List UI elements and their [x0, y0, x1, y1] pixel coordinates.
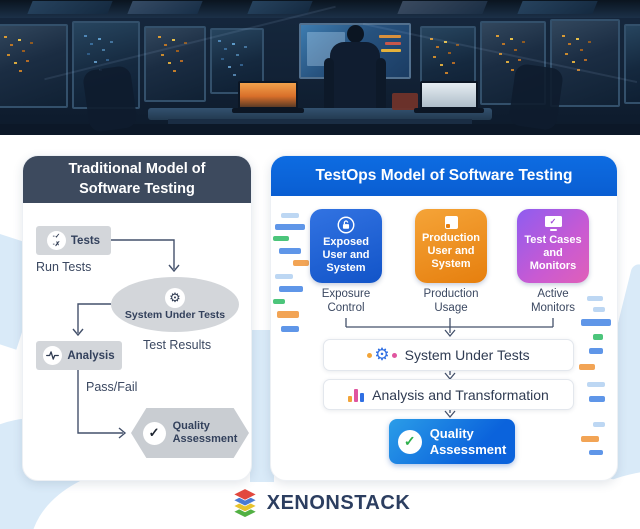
decor-dash	[281, 326, 299, 332]
system-under-tests-box: ⚙ System Under Tests	[323, 339, 574, 371]
ceiling-screen	[27, 1, 113, 14]
quality-assessment-box: ✓ Quality Assessment	[389, 419, 515, 464]
desk-device	[392, 93, 418, 110]
title-line: Software Testing	[79, 180, 195, 197]
decor-dash	[293, 260, 309, 266]
monitor-check-icon: ✓	[544, 216, 562, 232]
person-silhouette	[347, 25, 364, 43]
pass-fail-label: Pass/Fail	[86, 380, 138, 394]
traditional-panel-title: Traditional Model of Software Testing	[23, 156, 251, 203]
tests-label: Tests	[70, 234, 101, 247]
bar-chart-icon	[348, 388, 365, 402]
floor	[0, 124, 640, 135]
chair	[81, 64, 139, 134]
analysis-transformation-box: Analysis and Transformation	[323, 379, 574, 410]
ceiling-screen	[517, 1, 598, 14]
run-tests-label: Run Tests	[36, 260, 92, 274]
ceiling-screen	[397, 1, 488, 14]
decor-dash	[581, 319, 611, 326]
laptop-screen	[420, 81, 478, 109]
laptop-base	[232, 108, 304, 113]
decor-dash	[279, 286, 303, 292]
checklist-icon: -✓ -✗	[46, 231, 66, 250]
system-under-tests-label: System Under Tests	[124, 309, 226, 321]
title-line: Traditional Model of	[68, 161, 206, 178]
testops-panel-title: TestOps Model of Software Testing	[271, 156, 617, 196]
decor-dash	[593, 307, 605, 312]
lock-icon	[337, 216, 355, 234]
brand-footer: XENONSTACK	[0, 487, 640, 520]
test-cases-monitors-box: ✓ Test Cases and Monitors	[517, 209, 589, 283]
decor-dash	[273, 236, 289, 241]
decor-dash	[589, 348, 603, 354]
decor-dash	[593, 334, 603, 340]
decor-dash	[273, 299, 285, 304]
person-arm	[324, 58, 334, 118]
quality-assessment-label: Quality Assessment	[172, 419, 238, 445]
laptop-screen	[238, 81, 298, 109]
production-user-system-box: Production User and System	[415, 209, 487, 283]
chair	[507, 62, 565, 132]
system-under-tests-label: System Under Tests	[404, 347, 530, 363]
pulse-icon	[43, 346, 63, 365]
check-icon: ✓	[142, 421, 166, 445]
laptop-base	[414, 108, 484, 113]
note-icon	[444, 216, 458, 229]
monitor-screen	[624, 24, 640, 104]
person-arm	[376, 58, 386, 118]
monitor-screen	[550, 19, 620, 107]
gear-dots-icon: ⚙	[367, 345, 397, 365]
brand-name: XENONSTACK	[266, 492, 411, 514]
system-under-tests-node: ⚙ System Under Tests	[111, 277, 239, 332]
decor-dash	[587, 382, 605, 387]
analysis-node: Analysis	[36, 341, 122, 370]
ceiling-screen	[127, 1, 203, 14]
traditional-panel: Traditional Model of Software Testing -✓…	[22, 155, 252, 481]
gear-icon: ⚙	[165, 288, 185, 308]
monitor-screen	[144, 26, 206, 102]
exposed-user-system-box: Exposed User and System	[310, 209, 382, 283]
monitor-screen	[0, 24, 68, 108]
decor-dash	[275, 274, 293, 279]
decor-dash	[581, 436, 599, 442]
decor-dash	[587, 296, 603, 301]
hero-image	[0, 0, 640, 135]
xenonstack-logo-icon	[232, 488, 258, 518]
quality-assessment-node: ✓ Quality Assessment	[131, 408, 249, 458]
decor-dash	[279, 248, 301, 254]
test-results-label: Test Results	[143, 338, 212, 352]
tests-node: -✓ -✗ Tests	[36, 226, 111, 255]
title-line: TestOps Model of Software Testing	[315, 167, 573, 184]
testops-panel: TestOps Model of Software Testing	[270, 155, 618, 481]
decor-dash	[275, 224, 305, 230]
analysis-label: Analysis	[67, 349, 115, 362]
analysis-transformation-label: Analysis and Transformation	[372, 386, 549, 403]
ceiling-screen	[247, 1, 313, 14]
check-icon: ✓	[397, 429, 422, 454]
decor-dash	[589, 396, 605, 402]
decor-dash	[281, 213, 299, 218]
decor-dash	[277, 311, 299, 318]
quality-assessment-label: Quality Assessment	[429, 426, 507, 457]
decor-dash	[593, 422, 605, 427]
decor-dash	[579, 364, 595, 370]
decor-dash	[589, 450, 603, 455]
